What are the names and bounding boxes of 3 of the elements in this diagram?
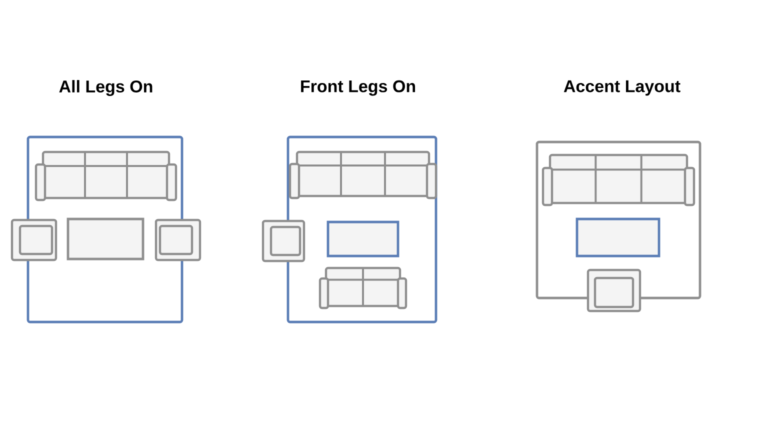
panel-title: All Legs On — [59, 80, 152, 96]
panel-title: Accent Layout — [564, 80, 680, 96]
panel-title: Front Legs On — [301, 80, 416, 96]
